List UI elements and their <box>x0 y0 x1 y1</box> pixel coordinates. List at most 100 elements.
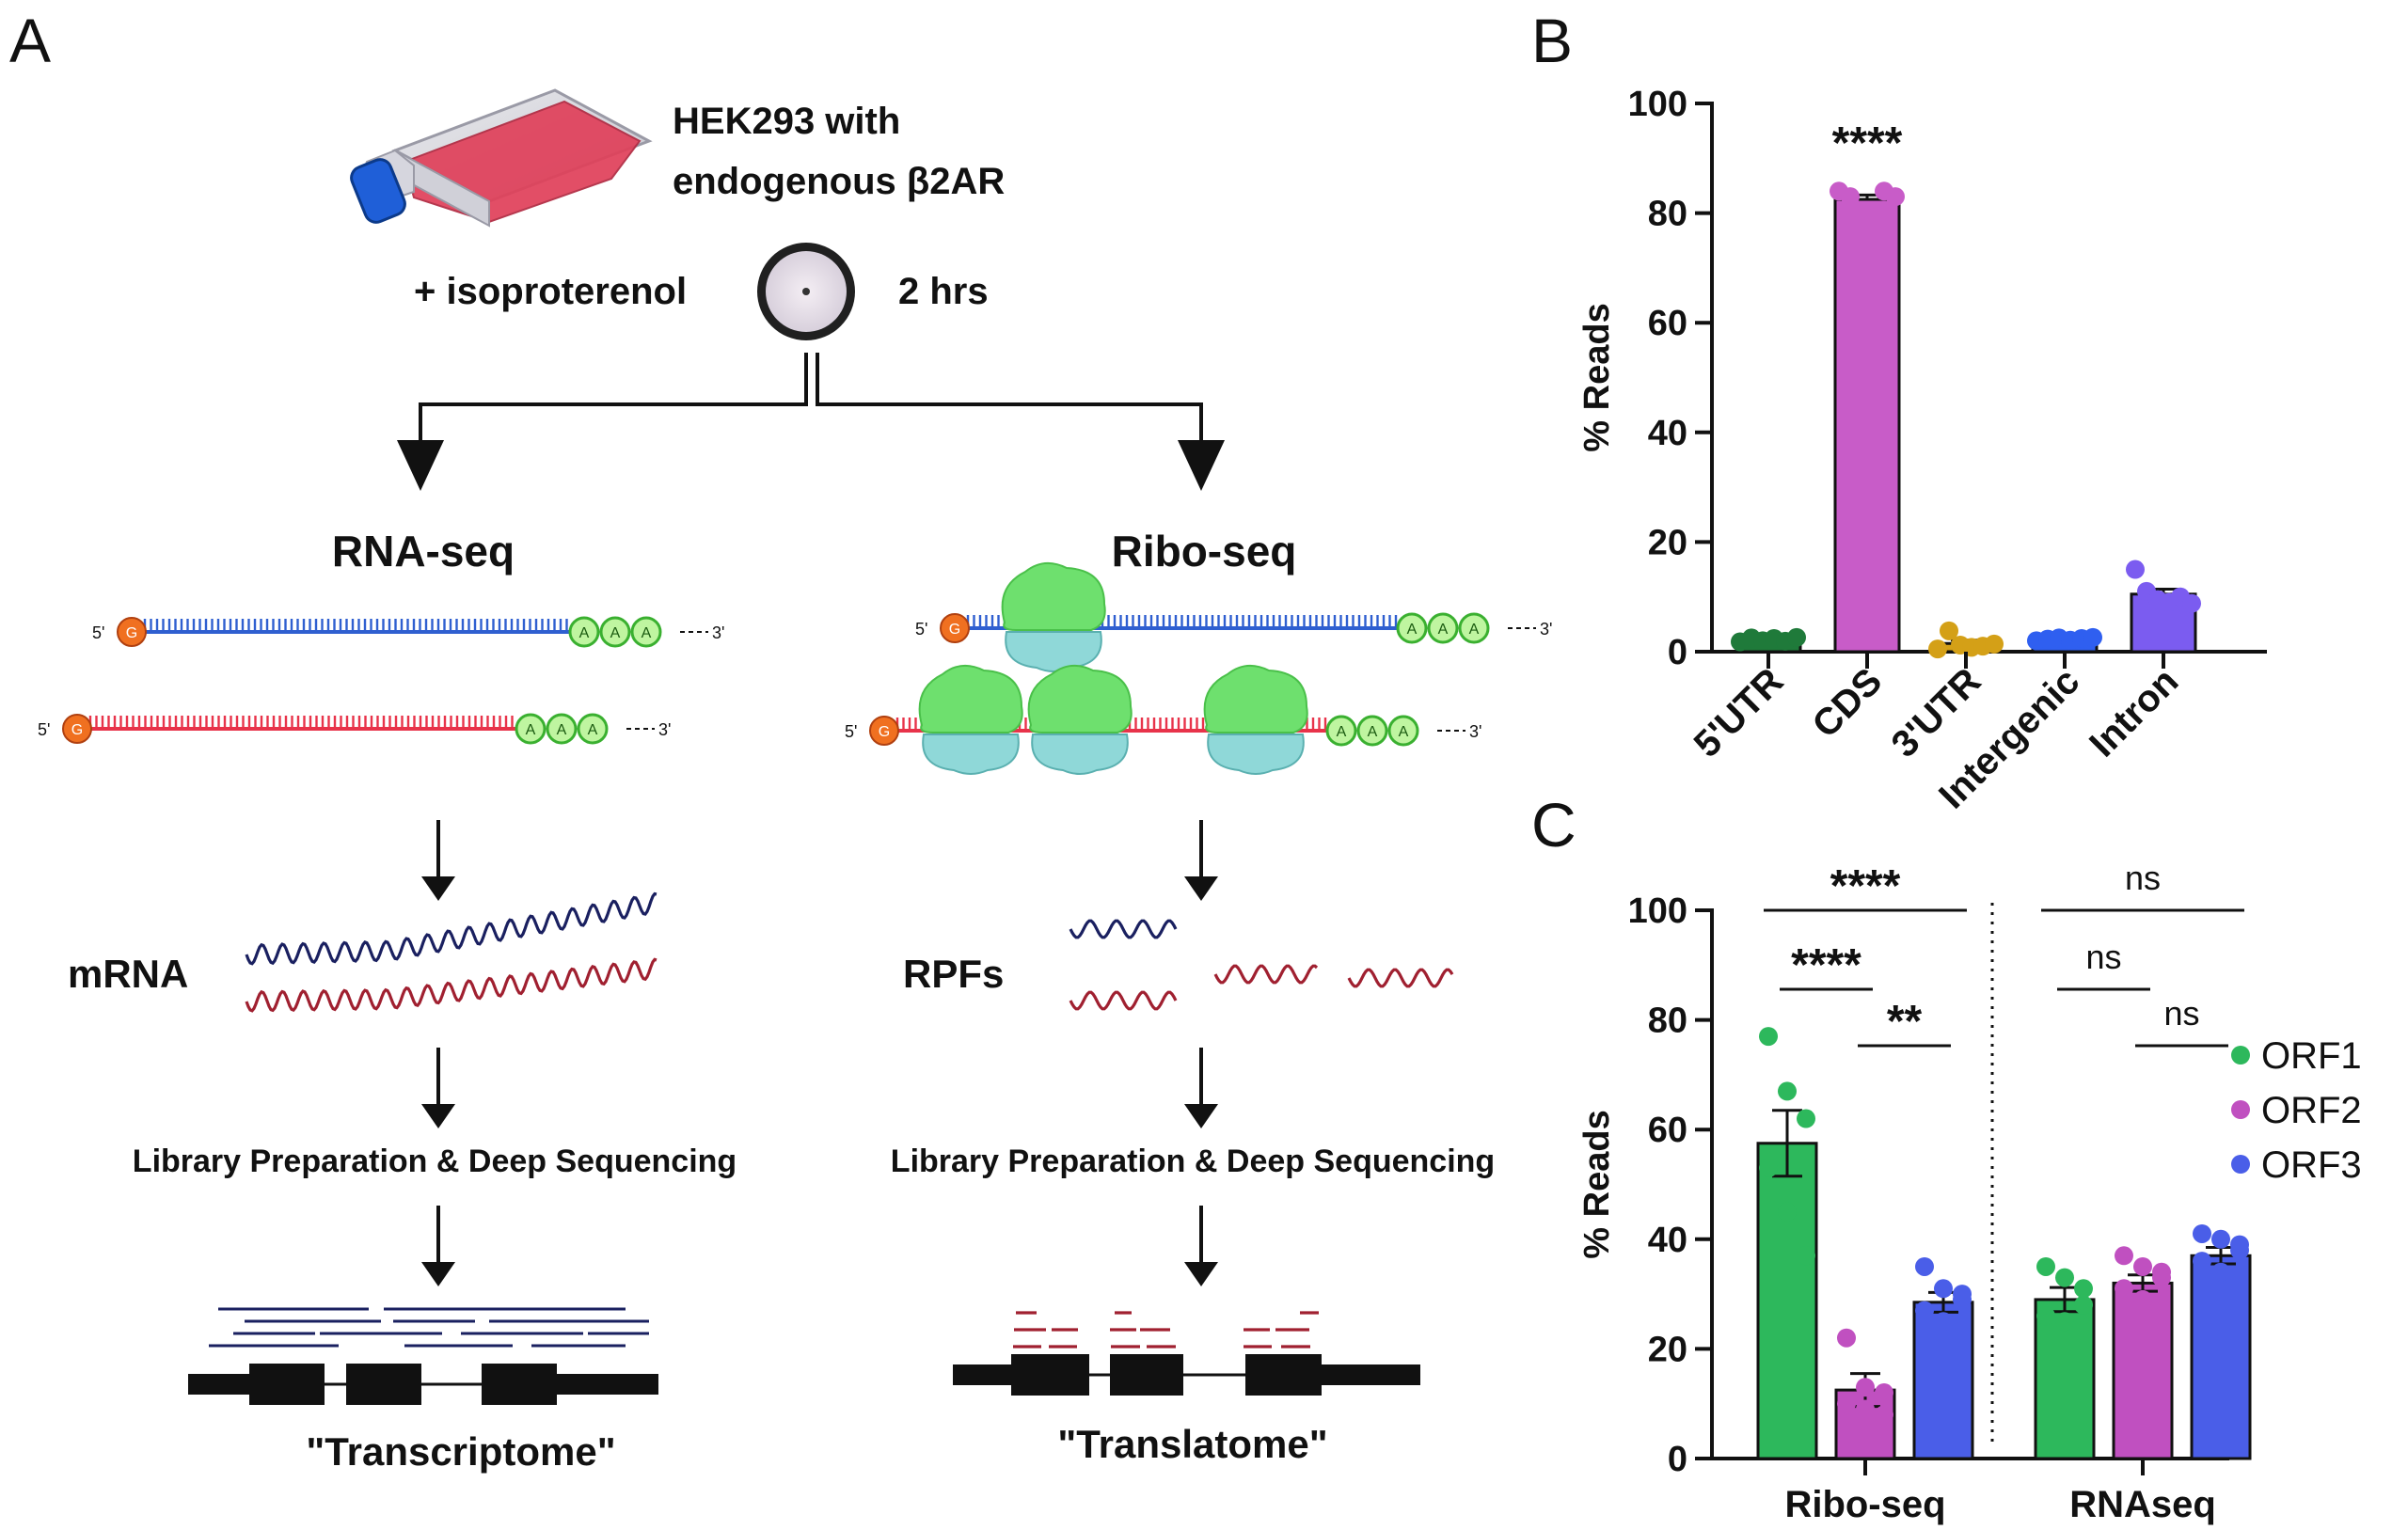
data-point <box>2036 1256 2055 1276</box>
polya-icon <box>1356 715 1388 747</box>
data-point <box>1863 209 1882 229</box>
data-point <box>2036 1306 2055 1326</box>
y-tick-label: 40 <box>1648 1221 1687 1260</box>
data-point <box>2055 1312 2074 1332</box>
exon-block <box>953 1364 1016 1385</box>
exon-block <box>1322 1364 1420 1385</box>
legend-label: ORF1 <box>2261 1035 2362 1077</box>
clock-icon <box>757 243 855 340</box>
polya-icon <box>1396 612 1428 644</box>
cap-label: G <box>879 724 890 740</box>
data-point <box>1841 187 1860 207</box>
y-tick-label: 100 <box>1628 85 1687 124</box>
panel-label-a: A <box>9 6 51 75</box>
polya-label: A <box>557 722 567 738</box>
polya-label: A <box>526 722 536 738</box>
data-point <box>1759 1159 1778 1178</box>
panel-label-c: C <box>1531 790 1576 860</box>
right-library-label: Library Preparation & Deep Sequencing <box>891 1144 1495 1179</box>
data-point <box>1875 1405 1893 1425</box>
left-gene-model <box>188 1364 658 1405</box>
ribosome-icon <box>1027 664 1133 775</box>
data-point <box>1915 1301 1934 1320</box>
data-point <box>1778 1202 1797 1222</box>
ribosome-small-subunit <box>1031 733 1129 775</box>
y-tick-label: 20 <box>1648 523 1687 562</box>
panel-label-b: B <box>1531 6 1573 75</box>
mrna-read-maroon <box>245 957 657 1013</box>
data-point <box>2074 1295 2093 1315</box>
rpf-maroon <box>1069 990 1178 1011</box>
data-point <box>2074 1279 2093 1299</box>
data-point <box>1953 1285 1972 1304</box>
data-point <box>2133 1256 2152 1276</box>
polya-icon <box>515 713 547 745</box>
treatment-label: + isoproterenol <box>414 271 687 312</box>
five-prime-label: 5' <box>38 720 50 739</box>
cap-icon <box>62 714 92 744</box>
cap-icon <box>117 617 147 647</box>
exon-block <box>188 1374 254 1395</box>
data-point <box>1778 1081 1797 1101</box>
data-point <box>2193 1252 2211 1271</box>
y-tick-label: 80 <box>1648 195 1687 234</box>
polya-label: A <box>588 722 598 738</box>
data-point <box>2211 1229 2230 1249</box>
exon-block <box>1245 1354 1322 1396</box>
ribosome-icon <box>1001 561 1106 672</box>
cell-line-label-line1: HEK293 with <box>673 101 900 142</box>
ribosome-icon <box>1203 664 1308 775</box>
x-tick-label: Ribo-seq <box>1784 1484 1945 1525</box>
data-point <box>2152 1262 2171 1282</box>
data-point <box>1928 639 1947 659</box>
ribosome-small-subunit <box>922 733 1020 775</box>
ribosome-large-subunit <box>1203 664 1308 733</box>
legend-marker <box>2231 1155 2250 1174</box>
data-point <box>1856 1378 1875 1397</box>
polya-icon <box>1427 612 1459 644</box>
data-point <box>1787 627 1806 647</box>
data-point <box>1837 1328 1856 1348</box>
data-point <box>1797 1109 1815 1128</box>
translatome-label: "Translatome" <box>1057 1422 1327 1466</box>
polya-icon <box>1458 612 1490 644</box>
three-prime-label: 3' <box>1469 722 1481 741</box>
comparison-label: ns <box>2085 938 2121 976</box>
y-axis-label: % Reads <box>1577 303 1617 451</box>
riboseq-title: Ribo-seq <box>1112 527 1297 576</box>
legend-marker <box>2231 1046 2250 1065</box>
legend-label: ORF3 <box>2261 1144 2362 1186</box>
data-point <box>1934 1279 1953 1299</box>
exon-block <box>346 1364 421 1405</box>
ribosome-large-subunit <box>918 664 1023 733</box>
left-split-arrowhead <box>397 440 444 491</box>
right-flow-arrowheads <box>1184 876 1218 1286</box>
x-tick-label: CDS <box>1805 660 1891 746</box>
polya-label: A <box>1407 622 1418 638</box>
polya-icon <box>630 616 662 648</box>
cap-icon <box>940 613 970 643</box>
y-tick-label: 40 <box>1648 414 1687 453</box>
polya-label: A <box>1438 622 1449 638</box>
y-tick-label: 100 <box>1628 891 1687 931</box>
exon-block <box>1110 1354 1183 1396</box>
data-point <box>1759 1027 1778 1047</box>
data-point <box>1985 634 2004 654</box>
exon-block <box>557 1374 658 1395</box>
data-point <box>2133 1289 2152 1309</box>
data-point <box>1934 1312 1953 1332</box>
y-tick-label: 60 <box>1648 1111 1687 1150</box>
polya-icon <box>546 713 578 745</box>
data-point <box>2083 627 2102 647</box>
data-point <box>2115 1279 2133 1299</box>
x-tick-label: Intron <box>2082 660 2186 765</box>
polya-icon <box>1325 715 1357 747</box>
polya-label: A <box>579 625 590 641</box>
ribosome-small-subunit <box>1207 733 1305 775</box>
legend-marker <box>2231 1100 2250 1119</box>
three-prime-label: 3' <box>658 720 671 739</box>
data-point <box>2211 1262 2230 1282</box>
